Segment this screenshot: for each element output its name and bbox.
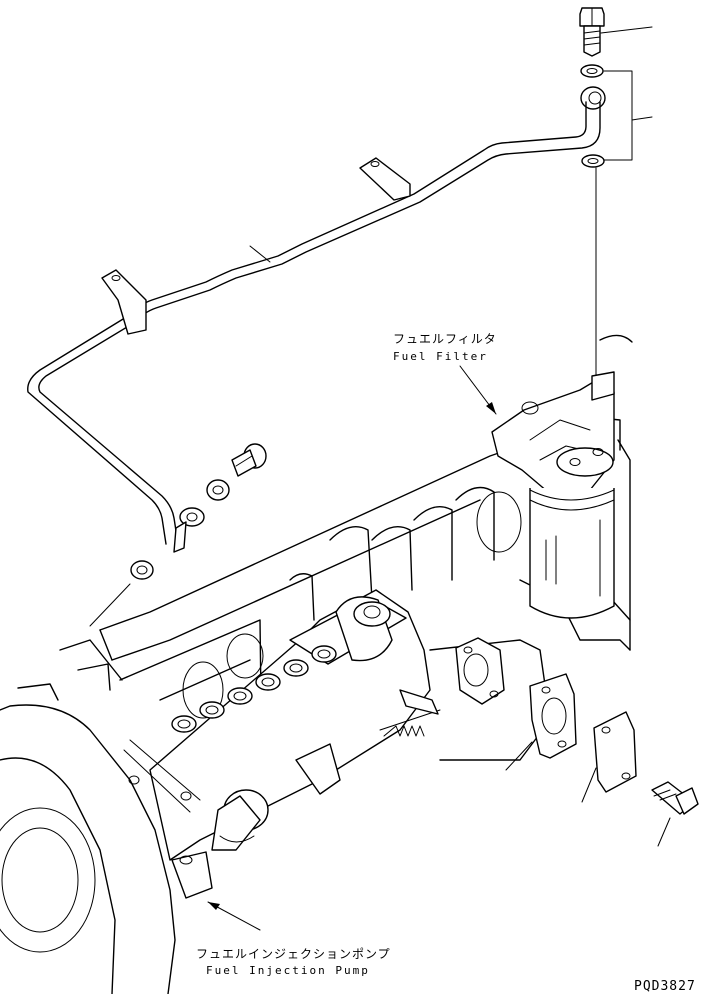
- flywheel-housing: [0, 639, 176, 994]
- fuel-injection-pump-label-jp: フュエルインジェクションポンプ: [196, 947, 391, 961]
- fuel-injection-pump-label: フュエルインジェクションポンプ Fuel Injection Pump: [196, 947, 391, 977]
- fuel-filter: [491, 371, 615, 619]
- callout-arrows: [207, 365, 497, 931]
- top-bolt-assembly: [579, 7, 653, 446]
- fuel-filter-label: フュエルフィルタ Fuel Filter: [393, 332, 497, 363]
- fuel-filter-label-jp: フュエルフィルタ: [393, 332, 497, 346]
- gasket-cover-assembly: [455, 637, 699, 847]
- fuel-pipe: [27, 101, 601, 553]
- fuel-injection-pump: [123, 589, 441, 899]
- side-bolt-assembly: [89, 443, 267, 627]
- drawing-code: PQD3827: [634, 979, 696, 994]
- fuel-injection-pump-label-en: Fuel Injection Pump: [206, 964, 370, 977]
- fuel-filter-label-en: Fuel Filter: [393, 350, 488, 363]
